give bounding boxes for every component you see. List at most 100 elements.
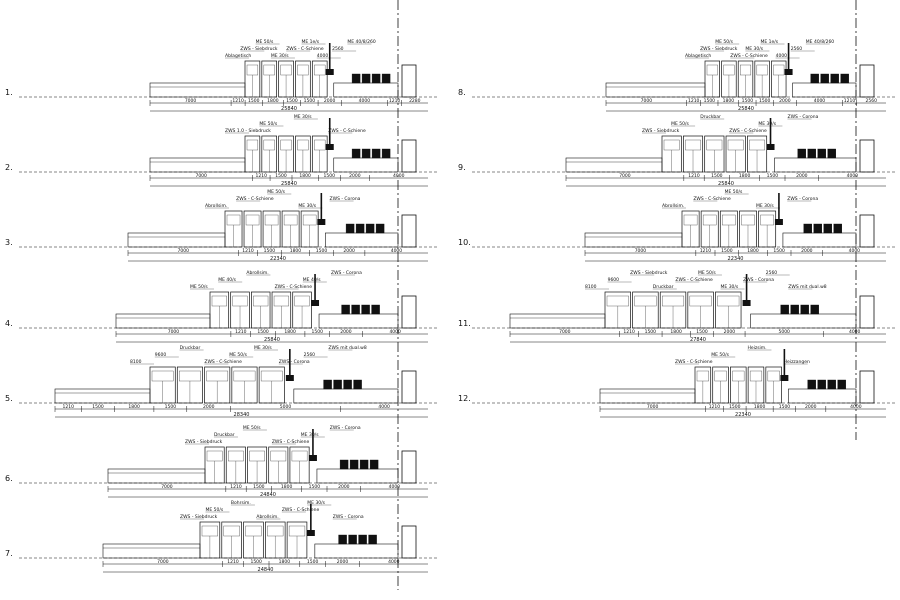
stack-unit: [355, 223, 365, 234]
annotation-label: ME 1e/s: [761, 39, 779, 45]
station-head: [283, 214, 298, 226]
segment-length: 7000: [635, 248, 647, 254]
output-conveyor: [788, 388, 857, 404]
station-head: [249, 450, 265, 462]
annotation-label: Abrollsim.: [256, 514, 278, 520]
annotation-label: ZWS - Corona: [787, 196, 818, 202]
row-number: 2.: [5, 163, 13, 172]
total-length: 22340: [728, 256, 744, 262]
segment-length: 2000: [337, 559, 349, 565]
segment-length: 1800: [284, 329, 296, 335]
annotation-label: ZWS - C-Schiene: [730, 53, 768, 59]
stack-unit: [323, 379, 332, 390]
row-number: 3.: [5, 238, 13, 247]
stack-unit: [358, 534, 367, 545]
station-head: [302, 214, 317, 226]
stack-unit: [353, 379, 362, 390]
row-number: 4.: [5, 319, 13, 328]
annotation-label: ME 50/s: [205, 507, 223, 513]
segment-length: 1210: [389, 98, 401, 104]
stack-unit: [807, 148, 816, 159]
annotation-label: ZWS mit dual.w8: [788, 284, 826, 290]
end-unit: [401, 214, 417, 248]
station-head: [741, 214, 755, 226]
segment-length: 5000: [778, 329, 790, 335]
row-number: 7.: [5, 549, 13, 558]
segment-length: 1500: [742, 98, 754, 104]
annotation-label: 9600: [608, 277, 620, 283]
end-unit: [401, 370, 417, 404]
annotation-label: ME 30/s: [758, 121, 776, 127]
station-head: [294, 295, 310, 307]
station-head: [297, 64, 309, 76]
annotation-label: ZWS - Corona: [330, 425, 361, 431]
segment-length: 4000: [391, 248, 403, 254]
segment-length: 1500: [304, 98, 316, 104]
station-head: [662, 295, 685, 307]
station-head: [314, 64, 326, 76]
stack-unit: [351, 304, 360, 315]
annotation-label: Druckbar: [214, 432, 235, 438]
annotation-label: Heizsim.: [747, 345, 766, 351]
annotation-label: ZWS - C-Schiene: [204, 359, 242, 365]
station-head: [663, 139, 680, 151]
station-head: [314, 139, 326, 151]
annotation-label: ME 50/s: [671, 121, 689, 127]
annotation-label: 2560: [766, 270, 778, 276]
segment-length: 4000: [849, 248, 861, 254]
station-head: [151, 370, 174, 382]
annotation-label: ME 50/s: [698, 270, 716, 276]
segment-length: 1800: [747, 248, 759, 254]
station-head: [297, 139, 309, 151]
segment-length: 1500: [248, 98, 260, 104]
station-head: [702, 214, 717, 226]
annotation-label: Ablagetisch: [685, 53, 711, 59]
segment-length: 7000: [195, 173, 207, 179]
station-head: [760, 214, 774, 226]
total-length: 22340: [270, 256, 286, 262]
output-conveyor: [774, 157, 857, 173]
station-head: [211, 295, 227, 307]
annotation-label: ZWS - Corona: [330, 196, 361, 202]
station-head: [260, 370, 283, 382]
segment-length: 1800: [267, 98, 279, 104]
stack-unit: [371, 304, 380, 315]
conveyor-table: [149, 157, 246, 173]
stack-unit: [837, 379, 846, 390]
end-unit: [859, 139, 875, 173]
annotation-label: ZWS - Siebdruck: [240, 46, 278, 52]
station-head: [253, 295, 269, 307]
station-head: [723, 64, 735, 76]
stack-unit: [351, 148, 361, 159]
stack-unit: [817, 379, 826, 390]
total-length: 28340: [234, 412, 250, 418]
lift-block: [308, 455, 317, 461]
segment-length: 2000: [779, 98, 791, 104]
stack-unit: [797, 148, 806, 159]
segment-length: 2000: [343, 248, 355, 254]
segment-length: 1500: [309, 484, 321, 490]
segment-length: 4000: [814, 98, 826, 104]
conveyor-table: [102, 543, 201, 559]
annotation-label: ZWS - C-Schiene: [275, 284, 313, 290]
segment-length: 1800: [754, 404, 766, 410]
stack-unit: [810, 73, 819, 84]
segment-length: 1210: [844, 98, 856, 104]
station-head: [263, 139, 275, 151]
segment-length: 1500: [704, 98, 716, 104]
stack-unit: [371, 148, 381, 159]
stack-unit: [803, 223, 812, 234]
row-number: 12.: [458, 394, 471, 403]
stack-unit: [800, 304, 809, 315]
stack-unit: [361, 73, 371, 84]
lift-block: [742, 300, 751, 306]
stack-unit: [345, 223, 355, 234]
segment-length: 1210: [242, 248, 254, 254]
conveyor-table: [127, 232, 226, 248]
annotation-label: ME 50/s: [267, 189, 285, 195]
annotation-label: ZWS - C-Schiene: [286, 46, 324, 52]
segment-length: 5000: [280, 404, 292, 410]
